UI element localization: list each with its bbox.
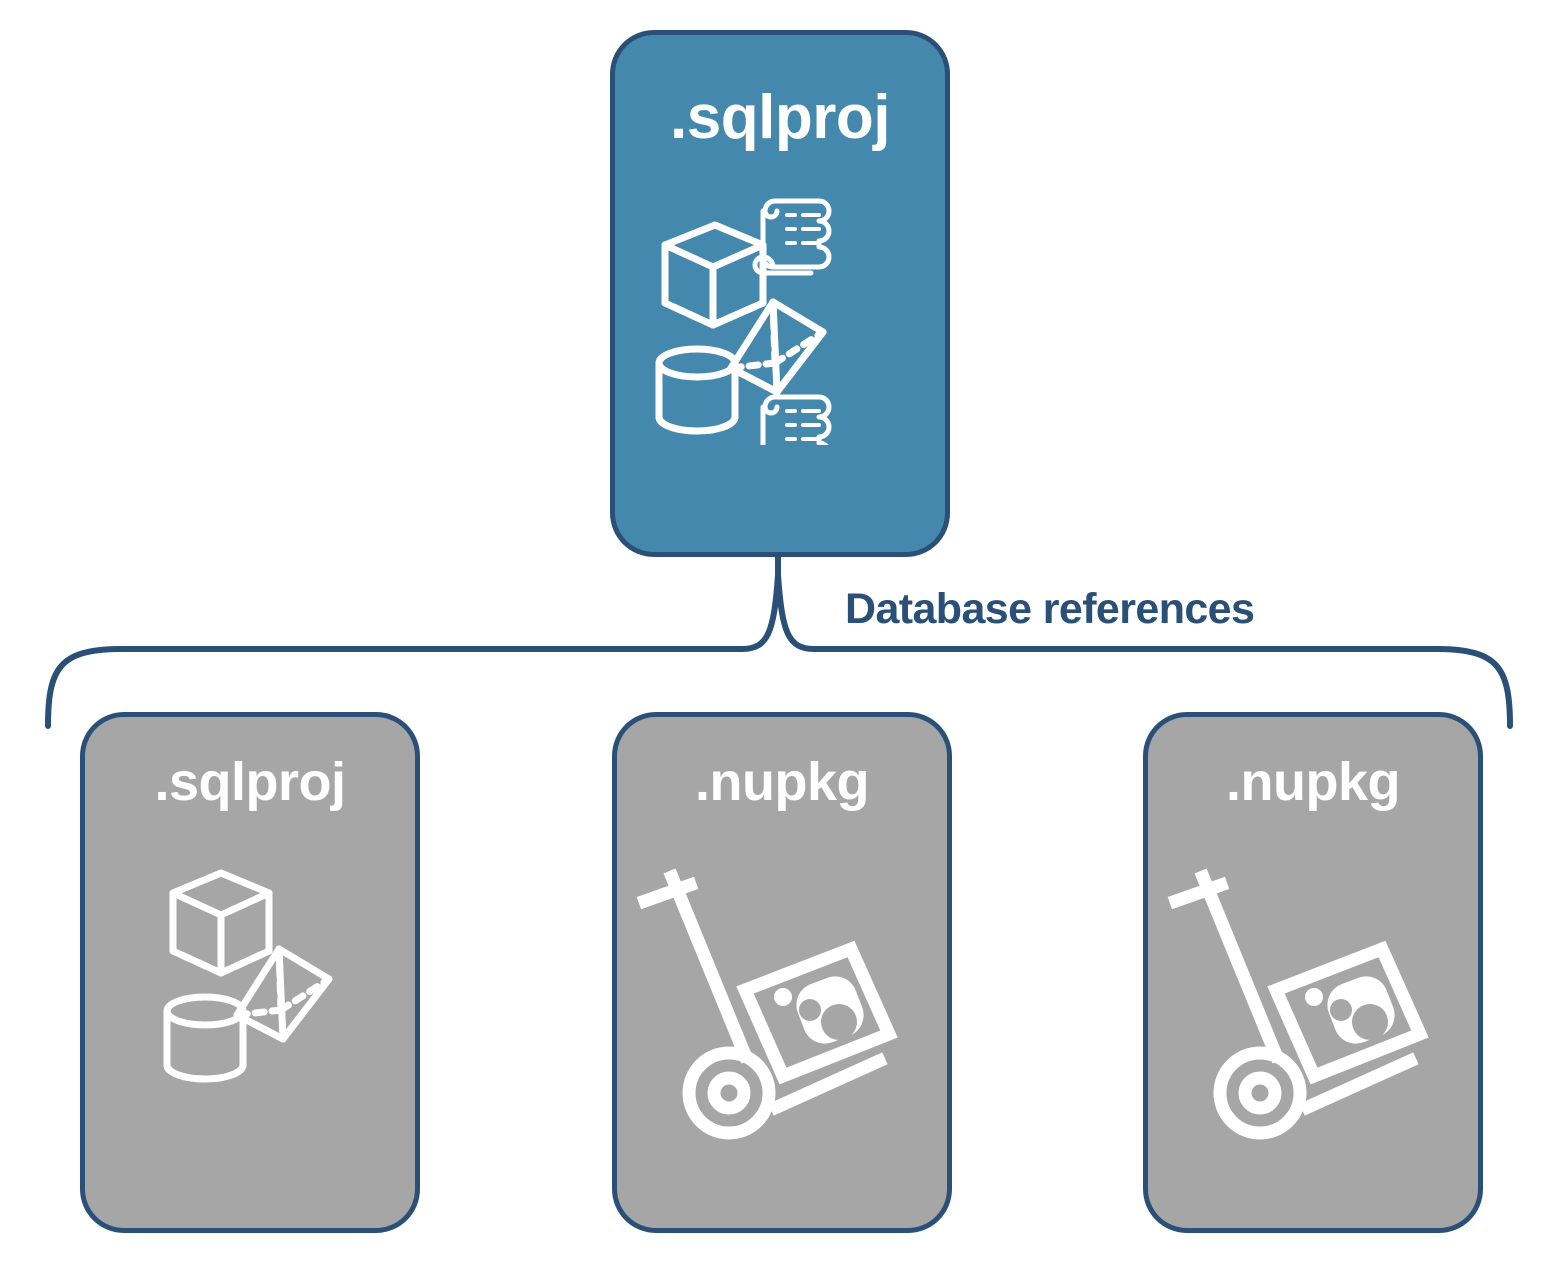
reference-card-title: .sqlproj — [154, 752, 346, 812]
nuget-package-icon — [1167, 868, 1429, 1140]
package-box-icon — [1267, 940, 1429, 1085]
database-objects-icon — [655, 198, 832, 445]
reference-card-nupkg-1[interactable]: .nupkg — [612, 712, 952, 1233]
cube-wireframe-icon — [661, 221, 767, 329]
cylinder-wireframe-icon — [163, 993, 247, 1083]
cube-wireframe-icon — [169, 869, 273, 977]
nuget-dots-icon — [774, 976, 864, 1044]
database-references-label: Database references — [845, 585, 1255, 633]
reference-card-title: .nupkg — [1226, 752, 1400, 812]
nuget-package-icon — [636, 868, 898, 1140]
package-box-icon — [736, 940, 898, 1085]
cylinder-wireframe-icon — [655, 345, 739, 435]
root-card-title: .sqlproj — [670, 83, 890, 152]
script-scroll-icon — [752, 198, 832, 276]
reference-card-title: .nupkg — [695, 752, 869, 812]
pyramid-wireframe-icon — [233, 945, 333, 1043]
reference-card-sqlproj[interactable]: .sqlproj — [80, 712, 420, 1233]
database-objects-icon — [163, 869, 333, 1083]
nuget-dots-holes-icon — [1330, 999, 1388, 1040]
brace-path — [45, 572, 1513, 729]
root-card-sqlproj[interactable]: .sqlproj — [610, 30, 950, 557]
nuget-dots-icon — [1305, 976, 1395, 1044]
script-scroll-icon — [760, 394, 832, 445]
reference-card-nupkg-2[interactable]: .nupkg — [1143, 712, 1483, 1233]
nuget-dots-holes-icon — [799, 999, 857, 1040]
hand-truck-icon — [636, 868, 888, 1140]
hand-truck-icon — [1167, 868, 1419, 1140]
pyramid-wireframe-icon — [727, 298, 827, 396]
